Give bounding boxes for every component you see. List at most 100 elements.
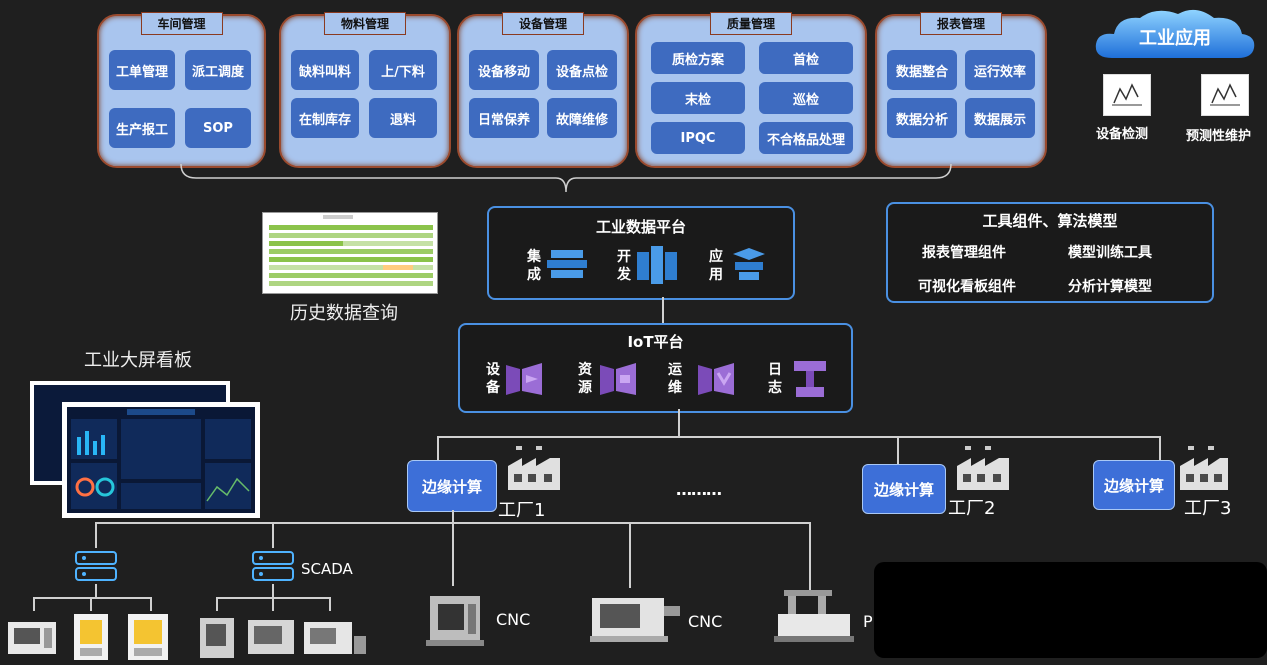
platform-item-label: 开发	[617, 249, 631, 283]
lathe-machine-icon	[8, 622, 56, 654]
development-icon	[637, 246, 677, 284]
plc-machine-icon	[774, 590, 854, 642]
cnc-label: CNC	[496, 610, 531, 629]
module-material: 物料管理 缺料叫料 上/下料 在制库存 退料	[279, 12, 451, 168]
application-icon	[733, 248, 765, 280]
tool-item[interactable]: 分析计算模型	[1068, 279, 1152, 295]
connector-line	[329, 597, 331, 611]
history-label: 历史数据查询	[290, 303, 398, 324]
tools-title: 工具组件、算法模型	[982, 212, 1118, 230]
iot-item-label: 运维	[668, 362, 682, 396]
module-equipment: 设备管理 设备移动 设备点检 日常保养 故障维修	[457, 12, 629, 168]
module-button[interactable]: 缺料叫料	[291, 50, 359, 90]
resource-icon	[600, 363, 636, 395]
industrial-data-platform: 工业数据平台 集成 开发 应用	[487, 206, 795, 300]
history-chart-thumbnail[interactable]	[262, 212, 438, 294]
module-button[interactable]: 质检方案	[651, 42, 745, 74]
module-button[interactable]: 设备移动	[469, 50, 539, 90]
connector-line	[150, 597, 152, 611]
module-title: 质量管理	[709, 12, 793, 35]
module-button[interactable]: 设备点检	[547, 50, 617, 90]
edge-computing-node-3[interactable]: 边缘计算	[1093, 460, 1175, 510]
connector-line	[809, 522, 811, 592]
factory-label: 工厂3	[1184, 498, 1232, 519]
module-title: 车间管理	[140, 12, 223, 35]
module-button[interactable]: 退料	[369, 98, 437, 138]
iot-item-label: 日志	[768, 362, 782, 396]
monitor-icon	[1103, 74, 1151, 116]
platform-item-label: 集成	[527, 249, 541, 283]
module-button[interactable]: 数据整合	[887, 50, 957, 90]
module-button[interactable]: 末检	[651, 82, 745, 114]
module-quality: 质量管理 质检方案 首检 末检 巡检 IPQC 不合格品处理	[635, 12, 867, 168]
iot-item-label: 设备	[486, 362, 500, 396]
connector-line	[437, 436, 439, 460]
gateway-icon	[75, 551, 117, 581]
module-button[interactable]: 派工调度	[185, 50, 251, 90]
connector-line	[33, 597, 151, 599]
platform-item-label: 应用	[709, 249, 723, 283]
module-button[interactable]: 不合格品处理	[759, 122, 853, 154]
connector-line	[95, 584, 97, 598]
machine-icon	[304, 622, 366, 654]
connector-line	[629, 522, 631, 588]
iot-title: IoT平台	[627, 333, 684, 351]
cloud-icon	[1095, 9, 1255, 58]
cloud-label: 工业应用	[1139, 28, 1211, 49]
module-report: 报表管理 数据整合 运行效率 数据分析 数据展示	[875, 12, 1047, 168]
module-button[interactable]: 日常保养	[469, 98, 539, 138]
scada-label: SCADA	[301, 560, 353, 578]
connector-line	[678, 409, 680, 437]
tool-item[interactable]: 模型训练工具	[1068, 245, 1152, 261]
redacted-area	[874, 562, 1267, 658]
more-factories-ellipsis: ………	[676, 480, 722, 499]
machine-icon	[248, 620, 294, 654]
module-title: 报表管理	[919, 12, 1003, 35]
app-item-label: 预测性维护	[1186, 129, 1252, 144]
edge-computing-node-2[interactable]: 边缘计算	[862, 464, 946, 514]
cnc-label: CNC	[688, 612, 723, 631]
connector-line	[90, 597, 92, 611]
modules-bracket	[180, 163, 952, 193]
module-workshop: 车间管理 工单管理 派工调度 生产报工 SOP	[97, 12, 266, 168]
connector-line	[216, 597, 218, 611]
factory-icon	[957, 446, 1009, 490]
connector-line	[272, 584, 274, 598]
module-button[interactable]: 巡检	[759, 82, 853, 114]
factory-label: 工厂2	[948, 498, 996, 519]
connector-line	[95, 522, 810, 524]
dashboard-screen-front[interactable]	[62, 402, 260, 518]
module-button[interactable]: 首检	[759, 42, 853, 74]
connector-line	[33, 597, 35, 611]
module-button[interactable]: 故障维修	[547, 98, 617, 138]
module-button[interactable]: 上/下料	[369, 50, 437, 90]
connector-line	[897, 436, 899, 464]
module-button[interactable]: 运行效率	[965, 50, 1035, 90]
connector-line	[437, 436, 1160, 438]
edge-computing-node-1[interactable]: 边缘计算	[407, 460, 497, 512]
module-button[interactable]: SOP	[185, 108, 251, 148]
factory-icon	[1180, 446, 1228, 490]
connector-line	[452, 510, 454, 586]
module-button[interactable]: 数据分析	[887, 98, 957, 138]
vertical-machine-icon	[128, 614, 168, 660]
module-button[interactable]: IPQC	[651, 122, 745, 154]
tool-item[interactable]: 可视化看板组件	[918, 279, 1016, 295]
module-title: 设备管理	[501, 12, 585, 35]
module-button[interactable]: 在制库存	[291, 98, 359, 138]
cnc-machine-icon	[426, 596, 484, 646]
iot-item-label: 资源	[578, 362, 592, 396]
device-icon	[506, 363, 542, 395]
predictive-maintenance-icon	[1201, 74, 1249, 116]
app-item-label: 设备检测	[1096, 127, 1149, 142]
module-button[interactable]: 数据展示	[965, 98, 1035, 138]
iot-platform: IoT平台 设备 资源 运维 日志	[458, 323, 853, 413]
module-button[interactable]: 工单管理	[109, 50, 175, 90]
module-button[interactable]: 生产报工	[109, 108, 175, 148]
machine-icon	[200, 618, 234, 658]
dashboard-label: 工业大屏看板	[84, 350, 192, 371]
integration-icon	[547, 250, 587, 278]
connector-line	[272, 597, 274, 611]
tool-item[interactable]: 报表管理组件	[922, 245, 1006, 261]
tools-algorithms-panel: 工具组件、算法模型 报表管理组件 模型训练工具 可视化看板组件 分析计算模型	[886, 202, 1214, 303]
